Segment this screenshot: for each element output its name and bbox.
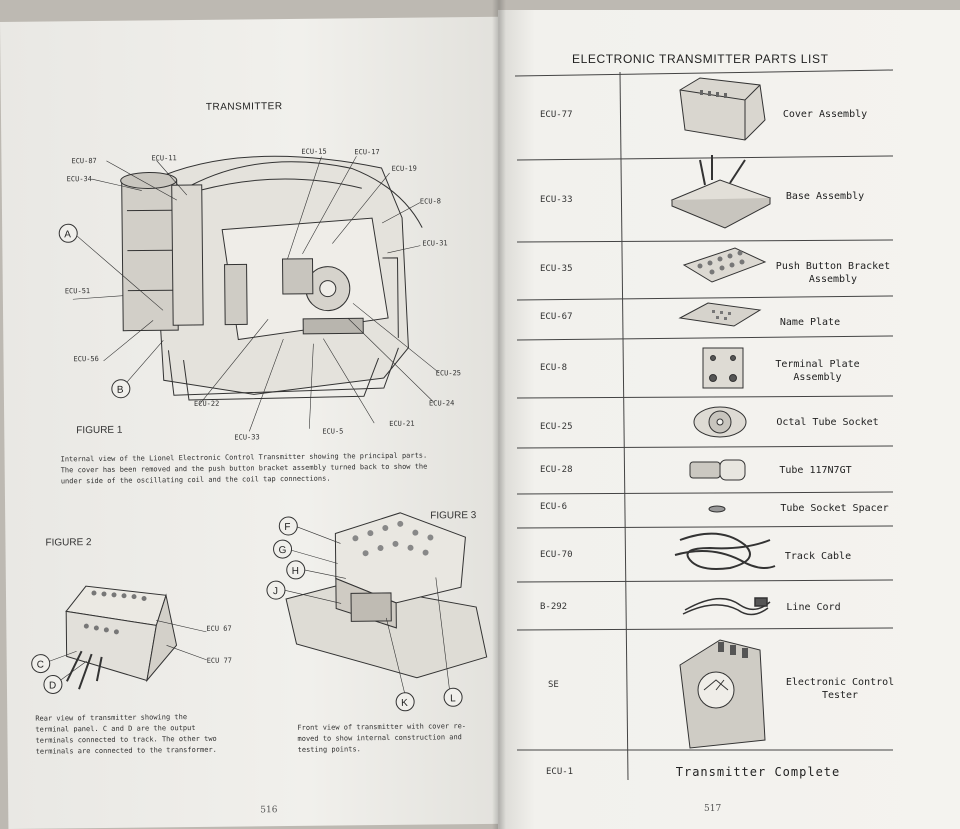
terminal-plate-icon <box>702 347 744 389</box>
figure1-letter-a: A <box>64 229 71 240</box>
part-code-ecu-77: ECU-77 <box>540 110 573 120</box>
part-code-ecu-8: ECU-8 <box>540 363 568 373</box>
line-cord-icon <box>682 597 771 616</box>
part-code-ecu-6: ECU-6 <box>540 502 568 512</box>
figure3-letter-l: L <box>450 693 456 704</box>
track-cable-icon <box>674 532 776 570</box>
name-plate-icon <box>678 302 762 327</box>
callout-ecu-15: ECU-15 <box>301 148 326 156</box>
callout-ecu-5: ECU-5 <box>322 427 343 435</box>
callout-ecu-25: ECU-25 <box>436 369 461 377</box>
part-code-ecu-1: ECU-1 <box>546 767 574 777</box>
callout-ecu-51: ECU-51 <box>65 287 90 295</box>
part-desc-tube: Tube 117N7GT <box>779 465 852 476</box>
figure3-letter-k: K <box>401 698 408 709</box>
tester-meter-icon <box>679 639 766 749</box>
part-desc-name-plate: Name Plate <box>779 317 841 328</box>
cover-assembly-icon <box>679 77 766 141</box>
callout-ecu-87: ECU-87 <box>71 157 96 165</box>
part-code-ecu-25: ECU-25 <box>540 422 573 432</box>
base-assembly-icon <box>670 155 772 229</box>
callout-ecu-11: ECU-11 <box>151 154 176 162</box>
parts-list-title: ELECTRONIC TRANSMITTER PARTS LIST <box>572 52 829 66</box>
left-page: TRANSMITTER <box>0 16 509 829</box>
figure2-letter-c: C <box>37 660 44 671</box>
part-desc-tube-socket-spacer: Tube Socket Spacer <box>780 503 889 514</box>
part-desc-track-cable: Track Cable <box>784 551 852 562</box>
push-button-bracket-icon <box>682 247 767 283</box>
callout-ecu-21: ECU-21 <box>389 420 414 428</box>
part-desc-cover-assembly: Cover Assembly <box>782 109 868 120</box>
part-code-ecu-70: ECU-70 <box>540 550 573 560</box>
callout-ecu-24: ECU-24 <box>429 399 454 407</box>
callout-ecu-17: ECU-17 <box>354 148 379 156</box>
callout-ecu-77: ECU 77 <box>207 657 232 665</box>
part-desc-line-cord: Line Cord <box>786 602 841 613</box>
figure3-letter-g: G <box>278 545 286 556</box>
callout-ecu-31: ECU-31 <box>422 239 447 247</box>
part-desc-base-assembly: Base Assembly <box>785 191 865 202</box>
figure1-letter-b: B <box>117 385 124 396</box>
figure2-illustration: ECU 67 ECU 77 C D <box>31 512 488 712</box>
callout-ecu-19: ECU-19 <box>392 165 417 173</box>
part-desc-octal-tube-socket: Octal Tube Socket <box>776 417 879 428</box>
right-page-number: 517 <box>704 804 722 814</box>
part-code-ecu-67: ECU-67 <box>540 312 573 322</box>
part-code-ecu-28: ECU-28 <box>540 465 573 475</box>
part-code-ecu-35: ECU-35 <box>540 264 573 274</box>
part-code-se: SE <box>548 680 559 690</box>
callout-ecu-8: ECU-8 <box>420 197 441 205</box>
callout-ecu-67: ECU 67 <box>206 625 231 633</box>
figure3-letter-f: F <box>284 522 290 533</box>
callout-ecu-33: ECU-33 <box>234 433 259 441</box>
part-code-ecu-33: ECU-33 <box>540 195 573 205</box>
figure2-letter-d: D <box>49 680 56 691</box>
callout-ecu-56: ECU-56 <box>73 355 98 363</box>
part-desc-transmitter-complete: Transmitter Complete <box>675 765 841 779</box>
vacuum-tube-icon <box>689 459 746 481</box>
part-code-b-292: B-292 <box>540 602 568 612</box>
callout-ecu-22: ECU-22 <box>194 400 219 408</box>
figure3-letter-h: H <box>292 566 299 577</box>
book-gutter <box>492 0 506 829</box>
spacer-icon <box>708 505 726 513</box>
figure3-letter-j: J <box>273 586 278 597</box>
figure1-illustration: ECU-87 ECU-11 ECU-34 ECU-15 ECU-17 ECU-1… <box>58 148 461 442</box>
octal-socket-icon <box>693 406 747 438</box>
callout-ecu-34: ECU-34 <box>67 175 92 183</box>
